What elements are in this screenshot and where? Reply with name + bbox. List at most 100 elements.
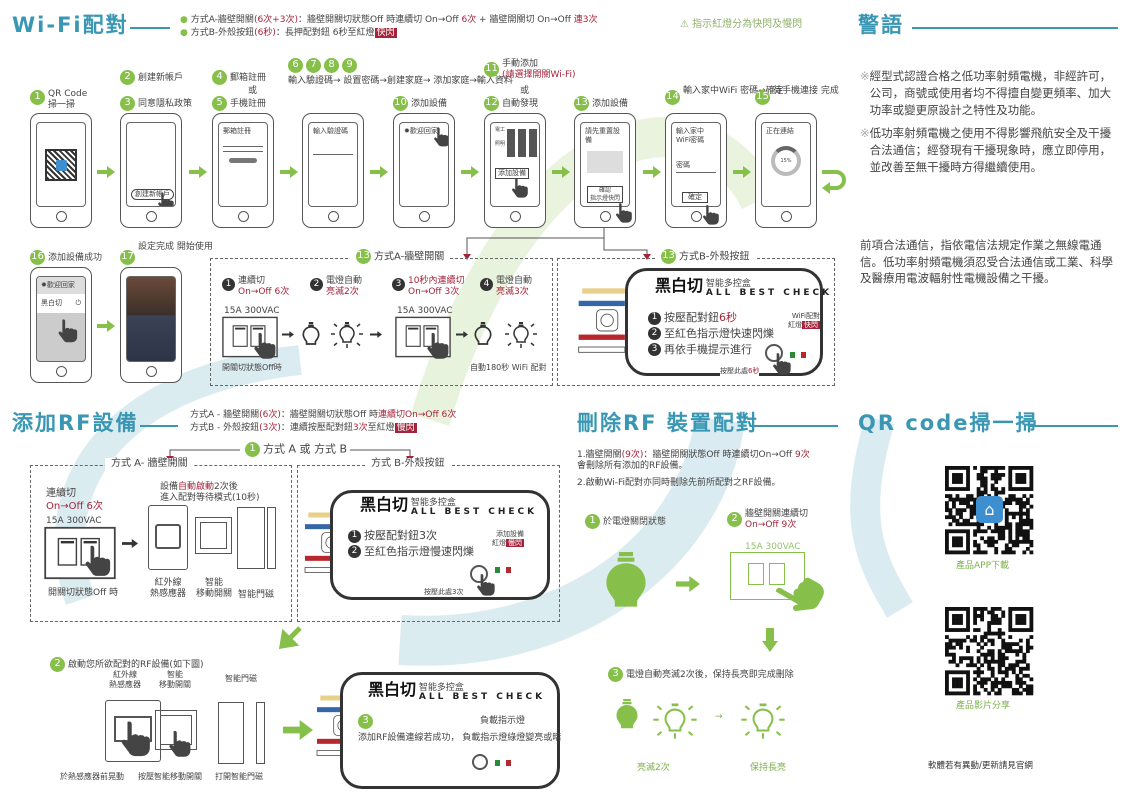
qr-module [1011,515,1016,520]
qr-module [1018,677,1023,682]
qr-module [966,487,970,491]
qr-module [987,659,992,664]
qr-module [1022,617,1027,622]
qr-module [1029,610,1034,615]
qr-module [959,621,963,625]
qr-module [990,621,995,625]
qr-module [948,522,953,527]
qr-module [987,610,992,615]
wave-hand-icon [120,720,152,758]
progress-ring: 15% [771,145,801,176]
qr-module [983,550,988,555]
qr-module [1025,673,1030,678]
qr-module [955,522,960,527]
qr-module [987,466,992,470]
qr-module [969,522,974,527]
qr-module [1029,525,1034,530]
qr-module [945,543,949,548]
qr-module [980,536,985,541]
qr-module [966,522,970,527]
qr-module [990,680,995,685]
qr-module [1022,504,1027,509]
red-led [506,567,511,573]
qr-module [1025,532,1030,537]
pir-sensor [148,505,188,570]
qr-module [966,483,970,488]
qr-module [1008,666,1013,671]
return-arrow-icon [822,170,846,194]
qr-module [955,473,960,477]
qr-module [952,645,956,650]
qr-module [955,543,960,548]
qr-module [994,614,999,618]
arrow-right-icon [643,166,661,178]
wifi-pair-indicator: WiFi配對紅燈快閃 [788,312,820,329]
qr-module [994,659,999,664]
arrow-right-icon [282,720,314,740]
qr-module [945,677,949,682]
qr-module [973,617,977,622]
phone-add-success: ✹歡迎回家黑白切⏻ [30,267,92,383]
qr-module [966,614,970,618]
qr-module [990,638,995,643]
qr-module [959,539,963,544]
qr-module [1022,614,1027,618]
qr-module [969,497,974,502]
step2-bottom-motion: 按壓智能移動開關 [138,772,202,781]
qr-module [1008,522,1013,527]
qr-module [994,466,999,470]
qr-code-video[interactable] [945,607,1034,696]
qr-module [1008,649,1013,654]
step2-bottom-pir: 於熱感應器前晃動 [60,772,124,781]
pair-button[interactable] [472,754,488,770]
qr-module [1015,673,1020,678]
qr-module [980,473,985,477]
qr-module [1015,487,1020,491]
pair-button[interactable] [765,344,783,362]
qr-module [1029,487,1034,491]
qr-module [973,614,977,618]
qr-module [1018,539,1023,544]
qr-module [997,490,1002,495]
qr-module [1025,663,1030,668]
qr-module [1029,476,1034,481]
qr-module [952,670,956,675]
qr-module [952,536,956,541]
qr-module [976,656,981,661]
phone-enter-wifi: 輸入家中 WiFi密碼密碼確定 [665,113,727,228]
qr-module [980,652,985,657]
pair-button[interactable] [470,565,488,583]
qr-module [1004,666,1009,671]
qr-module [1022,607,1027,611]
arrow-right-icon [97,320,115,332]
method-connector [463,228,651,260]
qr-module [1022,529,1027,534]
qr-module [1015,680,1020,685]
qr-module [990,483,995,488]
qr-module [997,691,1002,696]
qr-module [945,473,949,477]
qr-module [1001,487,1006,491]
qr-module [1018,511,1023,516]
qr-module [1015,536,1020,541]
qr-module [994,522,999,527]
qr-module [1011,642,1016,647]
qr-module [976,525,981,530]
hand-icon [57,319,79,343]
qr-module [1001,684,1006,689]
qr-module [945,529,949,534]
qr-module [955,476,960,481]
qr-module [987,624,992,629]
qr-module [945,487,949,491]
qr-module [990,652,995,657]
qr-module [1004,543,1009,548]
device-box-step3 [340,672,560,789]
qr-module [1004,511,1009,516]
qr-module [1022,466,1027,470]
